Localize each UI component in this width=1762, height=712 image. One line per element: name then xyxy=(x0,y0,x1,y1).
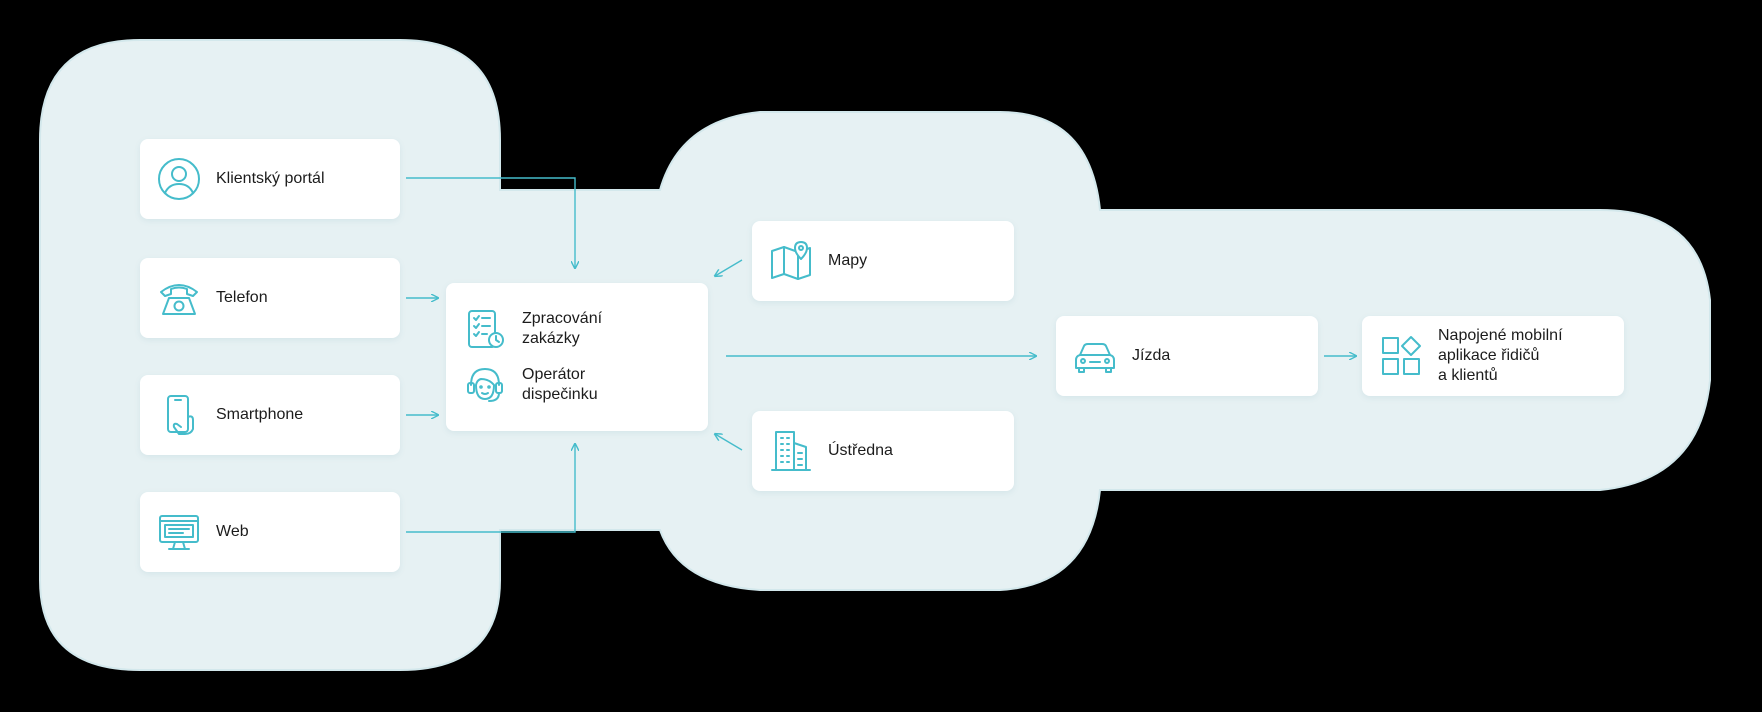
link-portal-to-hub xyxy=(406,177,575,268)
source-label: Telefon xyxy=(216,289,268,306)
checklist-clock-icon xyxy=(462,306,508,352)
apps-card: Napojené mobilní aplikace řidičů a klien… xyxy=(1362,316,1624,396)
hub-row-operator: Operátor dispečinku xyxy=(462,357,598,413)
ride-label: Jízda xyxy=(1132,347,1171,364)
source-card-smartphone: Smartphone xyxy=(140,375,400,455)
car-icon xyxy=(1072,333,1118,379)
buildings-icon xyxy=(768,428,814,474)
source-card-telefon: Telefon xyxy=(140,258,400,338)
link-ustredna-to-hub xyxy=(715,434,743,451)
service-card-mapy: Mapy xyxy=(752,221,1014,301)
hub-operator-label: Operátor dispečinku xyxy=(522,366,598,403)
link-mapy-to-hub xyxy=(715,259,743,276)
source-label: Web xyxy=(216,523,249,540)
hub-card: Zpracování zakázky Operátor dispečinku xyxy=(446,283,708,431)
source-label: Klientský portál xyxy=(216,170,325,187)
apps-label: Napojené mobilní aplikace řidičů a klien… xyxy=(1438,327,1563,384)
service-label: Ústředna xyxy=(828,442,893,459)
map-pin-icon xyxy=(768,238,814,284)
monitor-icon xyxy=(156,509,202,555)
hub-processing-label: Zpracování zakázky xyxy=(522,310,603,347)
service-label: Mapy xyxy=(828,252,868,269)
source-card-web: Web xyxy=(140,492,400,572)
source-card-klientsky-portal: Klientský portál xyxy=(140,139,400,219)
source-label: Smartphone xyxy=(216,406,304,423)
hub-row-processing: Zpracování zakázky xyxy=(462,301,602,357)
user-icon xyxy=(156,156,202,202)
headset-operator-icon xyxy=(462,362,508,408)
ride-card: Jízda xyxy=(1056,316,1318,396)
smartphone-icon xyxy=(156,392,202,438)
app-grid-icon xyxy=(1378,333,1424,379)
service-card-ustredna: Ústředna xyxy=(752,411,1014,491)
link-web-to-hub xyxy=(406,444,575,533)
telephone-icon xyxy=(156,275,202,321)
